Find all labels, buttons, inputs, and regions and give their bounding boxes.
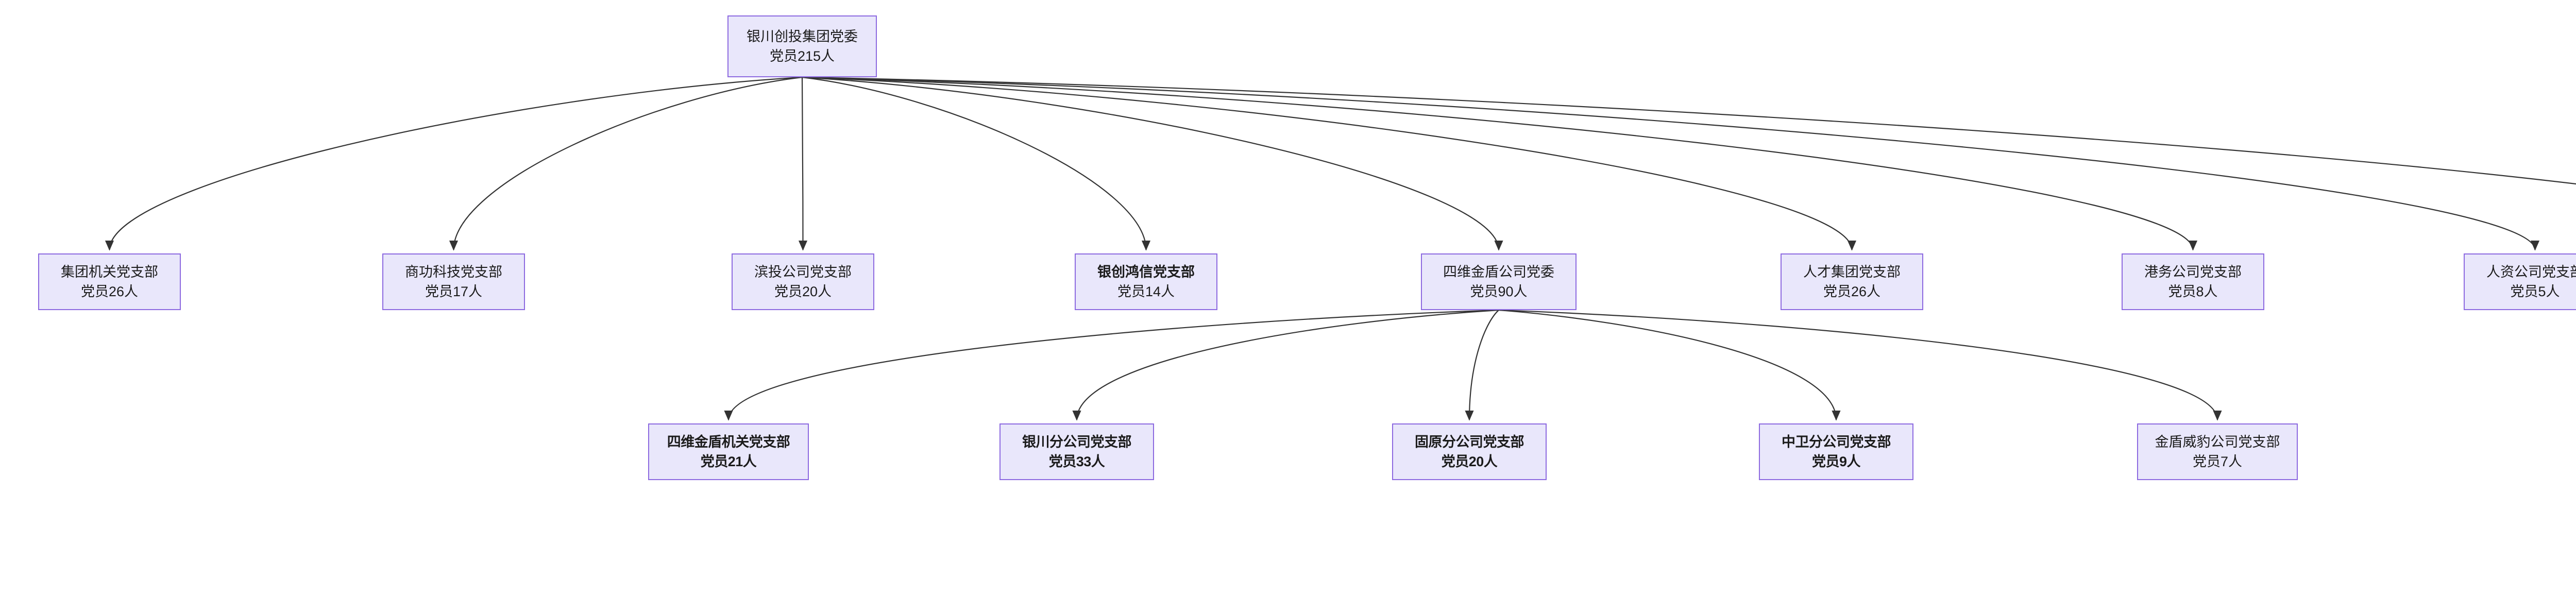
- org-node-count: 党员8人: [2168, 284, 2218, 299]
- org-edge-root-to-renzi: [802, 76, 2539, 251]
- org-node-count: 党员9人: [1811, 454, 1861, 469]
- org-edge-siwei-jindun-to-jindun-weibao: [1498, 309, 2222, 421]
- org-node-count: 党员26人: [80, 284, 139, 299]
- org-node-count: 党员20人: [774, 284, 832, 299]
- org-node-count: 党员21人: [700, 454, 757, 469]
- org-node-siwei-jindun[interactable]: 四维金盾公司党委党员90人: [1421, 253, 1577, 310]
- org-node-title: 港务公司党支部: [2144, 264, 2242, 280]
- org-node-gangwu[interactable]: 港务公司党支部党员8人: [2122, 253, 2264, 310]
- org-node-count: 党员14人: [1117, 284, 1175, 299]
- org-node-guyuan-fen[interactable]: 固原分公司党支部党员20人: [1392, 423, 1547, 480]
- org-node-rencai-jituan[interactable]: 人才集团党支部党员26人: [1781, 253, 1923, 310]
- org-node-renzi[interactable]: 人资公司党支部党员5人: [2464, 253, 2576, 310]
- org-node-title: 固原分公司党支部: [1415, 434, 1524, 450]
- org-node-count: 党员17人: [425, 284, 483, 299]
- org-edge-siwei-jindun-to-zhongwei-fen: [1498, 309, 1841, 421]
- org-node-jituan-jiguan[interactable]: 集团机关党支部党员26人: [38, 253, 181, 310]
- org-node-count: 党员26人: [1823, 284, 1881, 299]
- org-edge-root-to-jituan-jiguan: [105, 76, 803, 251]
- org-edge-siwei-jindun-to-yinchuan-fen: [1072, 309, 1499, 421]
- org-node-count: 党员7人: [2192, 454, 2243, 469]
- org-node-count: 党员5人: [2510, 284, 2560, 299]
- org-node-count: 党员90人: [1470, 284, 1528, 299]
- org-edge-siwei-jindun-to-siwei-jiguan: [724, 309, 1499, 421]
- org-node-count: 党员33人: [1048, 454, 1105, 469]
- org-node-title: 中卫分公司党支部: [1782, 434, 1891, 450]
- org-node-count: 党员215人: [769, 48, 835, 64]
- org-edge-root-to-shanggong-keji: [449, 76, 803, 251]
- org-edge-root-to-landun: [802, 76, 2576, 185]
- org-node-zhongwei-fen[interactable]: 中卫分公司党支部党员9人: [1759, 423, 1913, 480]
- org-edge-root-to-gangwu: [802, 76, 2197, 251]
- org-node-count: 党员20人: [1441, 454, 1498, 469]
- org-node-yinchuang-hongxin[interactable]: 银创鸿信党支部党员14人: [1075, 253, 1217, 310]
- org-node-bintou[interactable]: 滨投公司党支部党员20人: [732, 253, 874, 310]
- org-node-title: 集团机关党支部: [61, 264, 158, 280]
- org-edge-root-to-siwei-jindun: [802, 76, 1503, 251]
- org-node-root[interactable]: 银川创投集团党委党员215人: [727, 15, 877, 77]
- org-node-title: 银川分公司党支部: [1022, 434, 1132, 450]
- org-node-title: 银创鸿信党支部: [1097, 264, 1195, 280]
- org-node-title: 金盾威豹公司党支部: [2155, 434, 2280, 450]
- org-node-title: 人才集团党支部: [1803, 264, 1901, 280]
- org-edge-root-to-bintou: [798, 77, 808, 251]
- org-node-title: 银川创投集团党委: [747, 28, 858, 44]
- org-node-title: 商功科技党支部: [405, 264, 502, 280]
- org-node-title: 四维金盾公司党委: [1443, 264, 1554, 280]
- org-edge-root-to-yinchuang-hongxin: [802, 76, 1151, 251]
- org-node-title: 四维金盾机关党支部: [667, 434, 790, 450]
- org-node-title: 滨投公司党支部: [754, 264, 852, 280]
- org-node-title: 人资公司党支部: [2486, 264, 2576, 280]
- org-edge-root-to-rencai-jituan: [802, 76, 1856, 251]
- org-node-yinchuan-fen[interactable]: 银川分公司党支部党员33人: [999, 423, 1154, 480]
- org-node-jindun-weibao[interactable]: 金盾威豹公司党支部党员7人: [2137, 423, 2298, 480]
- org-node-shanggong-keji[interactable]: 商功科技党支部党员17人: [382, 253, 525, 310]
- org-edge-siwei-jindun-to-guyuan-fen: [1465, 310, 1499, 421]
- org-node-siwei-jiguan[interactable]: 四维金盾机关党支部党员21人: [648, 423, 809, 480]
